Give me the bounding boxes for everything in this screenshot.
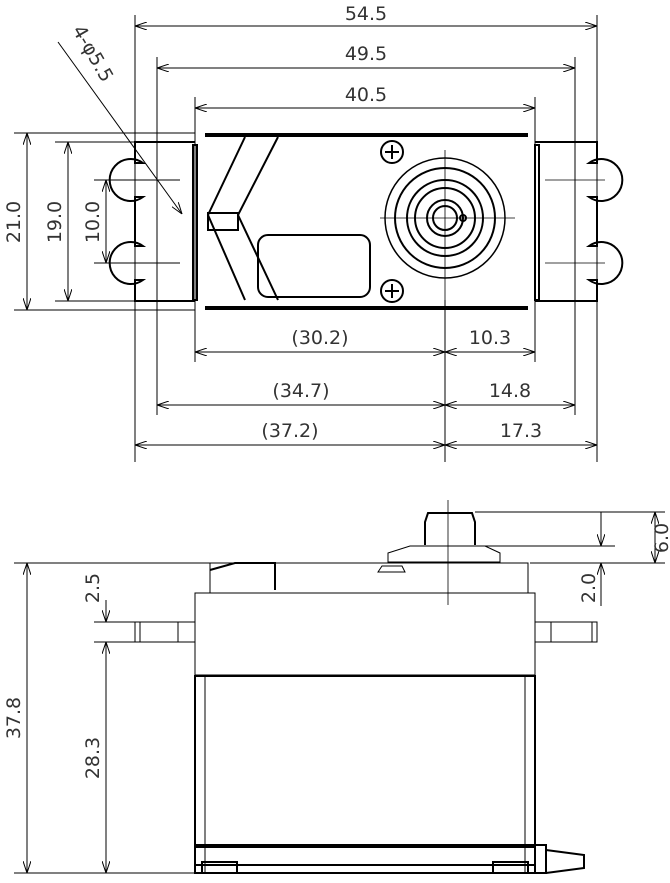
- dim-label: 37.8: [3, 697, 25, 739]
- dim-label: 4-φ5.5: [68, 22, 118, 86]
- dim-label: 21.0: [3, 201, 25, 243]
- dim-label: (34.7): [272, 380, 329, 402]
- dimension-lines: [27, 26, 597, 445]
- right-mounting-tab: [535, 141, 624, 302]
- dim-label: 49.5: [345, 43, 387, 65]
- case-top: [192, 133, 540, 310]
- dim-label: 28.3: [82, 737, 104, 779]
- dim-label: (30.2): [291, 327, 348, 349]
- dim-label: 2.5: [82, 573, 104, 603]
- dim-label: 2.0: [578, 573, 600, 603]
- left-mounting-tab: [108, 141, 195, 302]
- top-view: 54.5 49.5 40.5 4-φ5.5 21.0 19.0 10.0 (30…: [3, 3, 624, 462]
- dim-label: 14.8: [489, 380, 531, 402]
- dim-label: 40.5: [345, 84, 387, 106]
- side-view: 6.0 2.0 2.5 37.8 28.3: [3, 500, 670, 874]
- cable-gland: [534, 844, 585, 874]
- dim-label: (37.2): [261, 420, 318, 442]
- screw-icon: [380, 279, 404, 303]
- screw-icon: [380, 140, 404, 164]
- dim-label: 6.0: [651, 523, 670, 553]
- dim-label: 17.3: [500, 420, 542, 442]
- dimension-lines: [27, 512, 655, 873]
- right-mounting-tab-side: [534, 621, 598, 643]
- dim-label: 10.0: [82, 201, 104, 243]
- left-mounting-tab-side: [134, 621, 196, 643]
- dim-label: 19.0: [44, 201, 66, 243]
- dim-label: 10.3: [469, 327, 511, 349]
- dim-label: 54.5: [345, 3, 387, 25]
